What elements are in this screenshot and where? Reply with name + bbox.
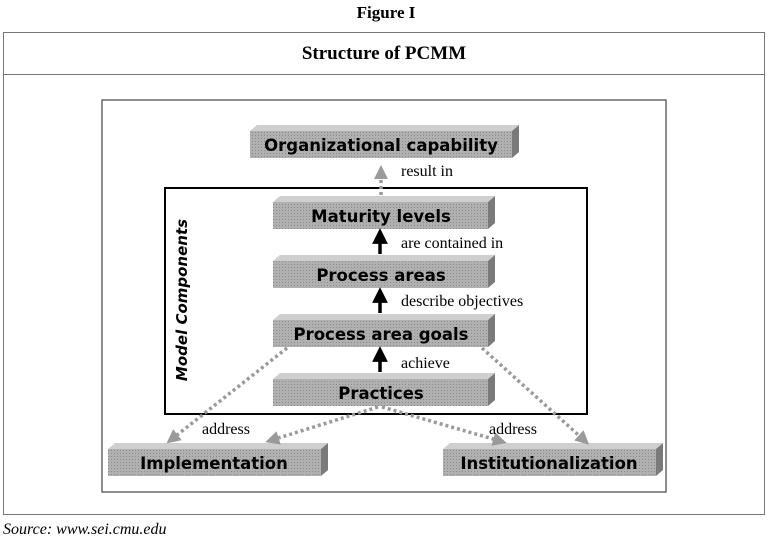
process-area-goals-box: Process area goals xyxy=(273,314,495,347)
implementation-box: Implementation xyxy=(108,443,328,476)
process-areas-box: Process areas xyxy=(273,255,495,288)
process-areas-label: Process areas xyxy=(316,266,446,285)
institutionalization-box: Institutionalization xyxy=(443,443,663,476)
arrow-goals-to-implementation xyxy=(166,346,289,444)
diagram-frame xyxy=(101,99,667,493)
organizational-capability-box: Organizational capability xyxy=(250,125,519,158)
edge-label-address-right: address xyxy=(489,421,537,438)
edge-label-describe-objectives: describe objectives xyxy=(401,293,523,310)
edge-label-achieve: achieve xyxy=(401,355,450,372)
arrow-practices-to-institutionalization xyxy=(381,405,507,446)
organizational-capability-label: Organizational capability xyxy=(264,136,498,155)
maturity-levels-label: Maturity levels xyxy=(311,207,451,226)
source-note: Source: www.sei.cmu.edu xyxy=(3,521,167,538)
arrow-practices-to-implementation xyxy=(265,405,379,445)
model-components-box xyxy=(164,187,588,415)
edge-label-result-in: result in xyxy=(401,163,453,180)
institutionalization-label: Institutionalization xyxy=(460,454,637,473)
process-area-goals-label: Process area goals xyxy=(293,325,468,344)
edge-label-address-left: address xyxy=(202,421,250,438)
figure-label: Figure I xyxy=(356,3,416,22)
maturity-levels-box: Maturity levels xyxy=(273,196,495,229)
arrow-goals-to-institutionalization xyxy=(480,346,590,445)
implementation-label: Implementation xyxy=(140,454,288,473)
practices-label: Practices xyxy=(338,384,424,403)
practices-box: Practices xyxy=(273,373,495,406)
figure-frame: Structure of PCMM xyxy=(3,32,765,515)
model-components-label: Model Components xyxy=(173,219,191,381)
figure-title: Structure of PCMM xyxy=(4,33,764,75)
edge-label-are-contained-in: are contained in xyxy=(401,235,503,252)
